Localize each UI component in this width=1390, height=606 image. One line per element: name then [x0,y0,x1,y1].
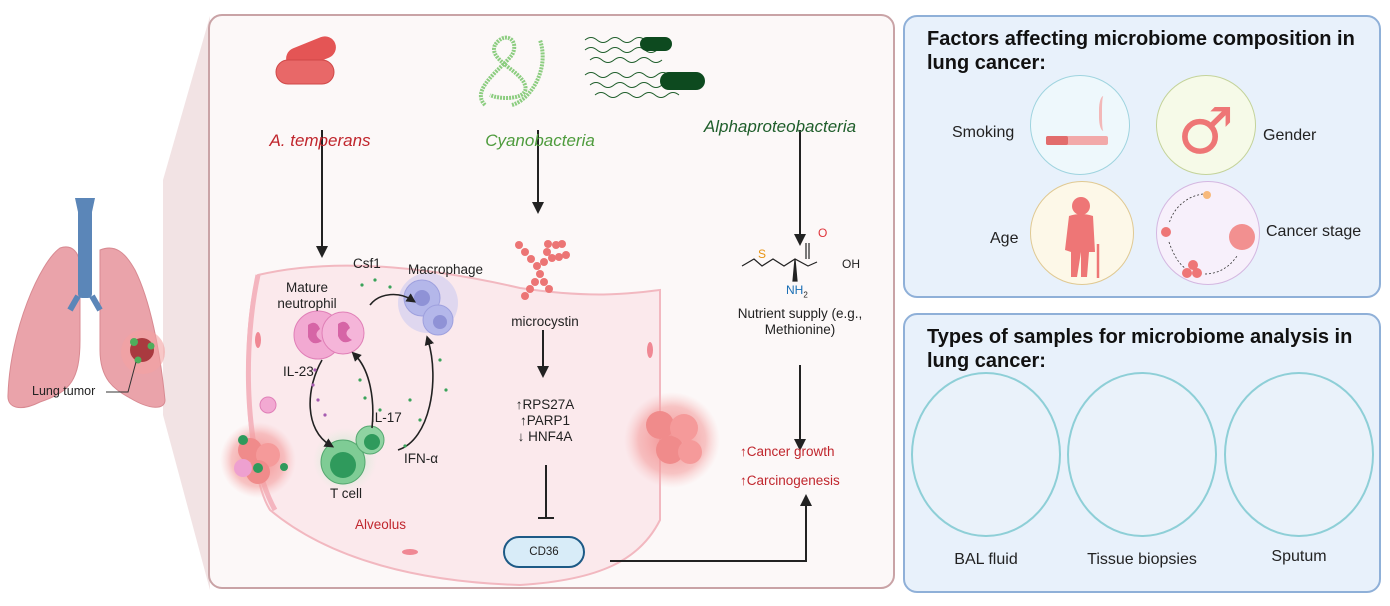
samples-panel-title: Types of samples for microbiome analysis… [927,326,1353,372]
hydroxyl-group: OH [842,257,860,271]
macrophage-label: Macrophage [408,262,484,277]
ifn-alpha-label: IFN-α [404,451,439,466]
tissue-biopsies-circle [1067,372,1217,537]
factors-panel: Factors affecting microbiome composition… [903,15,1381,298]
trachea [78,198,92,298]
cd36-receptor: CD36 [503,536,585,568]
nutrient-label-line2: Methionine) [764,322,836,337]
factor-label-gender: Gender [1263,127,1317,144]
sample-label-sputum: Sputum [1271,548,1327,565]
factor-label-age: Age [990,230,1019,247]
amine-group: NH2 [786,283,808,300]
gene-rps27a: ↑RPS27A [515,397,575,412]
zoom-wedge [163,16,210,590]
nutrient-label-line1: Nutrient supply (e.g., [737,306,863,321]
neutrophil-label-line2: neutrophil [277,296,337,311]
sputum-circle [1224,372,1374,537]
sample-label-tissue-biopsies: Tissue biopsies [1087,551,1197,568]
bal-fluid-circle [911,372,1061,537]
t-cell-label: T cell [330,486,363,501]
factor-label-cancer-stage: Cancer stage [1266,223,1362,240]
oxygen-atom: O [818,226,828,240]
cancer-stage-circle [1156,181,1260,285]
cancer-progression-icon [1161,191,1255,278]
neutrophil-label-line1: Mature [285,280,329,295]
sulfur-atom: S [758,247,767,261]
factors-panel-title: Factors affecting microbiome composition… [927,28,1355,74]
smoking-circle [1030,75,1130,175]
lung-tumor-label: Lung tumor [32,384,96,398]
gene-hnf4a: ↓ HNF4A [517,429,573,444]
age-circle [1030,181,1134,285]
sample-label-bal-fluid: BAL fluid [954,551,1018,568]
gene-parp1: ↑PARP1 [519,413,571,428]
right-lung [99,247,166,408]
male-symbol-icon: ♂ [1177,95,1235,169]
bacteria-label-a-temperans: A. temperans [269,131,371,150]
lung-overview-illustration [7,16,210,590]
il17-label: IL-17 [371,410,402,425]
csf1-label: Csf1 [353,256,381,271]
bacteria-label-cyanobacteria: Cyanobacteria [485,131,595,150]
alveolus-label: Alveolus [355,517,407,532]
microcystin-label: microcystin [511,314,579,329]
gender-circle: ♂ [1156,75,1256,175]
outcome-carcinogenesis: ↑Carcinogenesis [740,473,840,488]
elderly-person-icon [1065,197,1100,278]
bacteria-label-alphaproteobacteria: Alphaproteobacteria [703,117,857,136]
factor-label-smoking: Smoking [952,124,1015,141]
il23-label: IL-23 [283,364,314,379]
outcome-cancer-growth: ↑Cancer growth [740,444,835,459]
cigarette-icon [1046,136,1108,145]
